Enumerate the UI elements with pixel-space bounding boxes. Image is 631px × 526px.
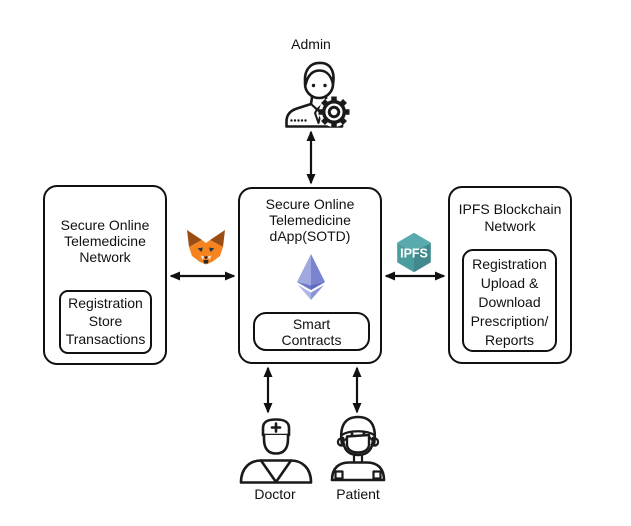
admin-label: Admin (291, 36, 331, 52)
metamask-fox-icon (187, 230, 225, 265)
doctor-label: Doctor (254, 486, 296, 502)
doctor-icon (239, 418, 313, 484)
gear-icon (318, 96, 350, 128)
registration-upload-download-text: Registration Upload & Download Prescript… (470, 256, 549, 348)
registration-upload-download-box (462, 249, 557, 352)
ethereum-logo-icon (297, 254, 325, 300)
telemedicine-network-title: Secure Online Telemedicine Network (60, 217, 150, 265)
ipfs-blockchain-network-title: IPFS Blockchain Network (458, 201, 562, 234)
patient-mask-icon (330, 415, 386, 482)
ipfs-label: IPFS (400, 247, 428, 261)
smart-contracts-text: Smart Contracts (281, 316, 342, 348)
patient-label: Patient (336, 486, 380, 502)
ipfs-cube-icon: IPFS (397, 232, 431, 273)
admin-user-gear-icon (285, 61, 350, 128)
registration-store-transactions-box (59, 290, 152, 354)
registration-store-transactions-text: Registration Store Transactions (65, 295, 146, 347)
smart-contracts-box (253, 312, 370, 351)
sotd-dapp-title: Secure Online Telemedicine dApp(SOTD) (265, 196, 355, 244)
